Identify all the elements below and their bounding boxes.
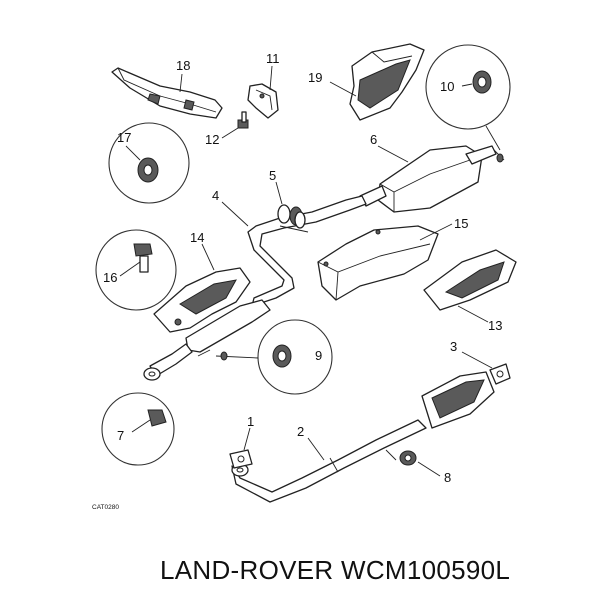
leader-15 bbox=[419, 223, 453, 241]
part-4-intermediate-pipe bbox=[247, 195, 367, 307]
callout-15: 15 bbox=[454, 216, 468, 231]
leader-19 bbox=[329, 81, 357, 97]
catalog-code: CAT0280 bbox=[92, 504, 119, 511]
part-1-gasket bbox=[229, 449, 253, 469]
callout-12: 12 bbox=[205, 132, 219, 147]
callout-3: 3 bbox=[450, 339, 457, 354]
detail-circle-16 bbox=[95, 229, 177, 311]
callout-7: 7 bbox=[117, 428, 124, 443]
leader-12 bbox=[221, 127, 239, 139]
part-2-catalytic-converter-pipe bbox=[231, 371, 495, 503]
part-front-pipe-resonator bbox=[143, 299, 271, 381]
leader-3 bbox=[461, 351, 493, 369]
callout-16: 16 bbox=[103, 270, 117, 285]
leader-1 bbox=[243, 427, 251, 451]
leader-11 bbox=[269, 65, 273, 91]
part-13-heat-shield bbox=[423, 249, 517, 311]
callout-17: 17 bbox=[117, 130, 131, 145]
callout-8: 8 bbox=[444, 470, 451, 485]
part-15-heat-shield bbox=[317, 225, 439, 301]
part-12-bolt bbox=[237, 111, 249, 129]
callout-18: 18 bbox=[176, 58, 190, 73]
callout-19: 19 bbox=[308, 70, 322, 85]
callout-2: 2 bbox=[297, 424, 304, 439]
part-14-heat-shield bbox=[153, 267, 251, 333]
leader-8 bbox=[417, 461, 441, 477]
detail-circle-9 bbox=[215, 319, 333, 395]
leader-5 bbox=[275, 181, 283, 205]
part-6-rear-silencer bbox=[359, 145, 505, 213]
leader-4 bbox=[221, 201, 249, 227]
callout-10: 10 bbox=[440, 79, 454, 94]
part-18-bracket bbox=[111, 67, 223, 119]
leader-6 bbox=[377, 145, 409, 163]
callout-6: 6 bbox=[370, 132, 377, 147]
leader-18 bbox=[179, 73, 183, 93]
callout-9: 9 bbox=[315, 348, 322, 363]
part-11-bracket bbox=[247, 83, 279, 119]
part-8-rubber-mount bbox=[385, 449, 417, 466]
leader-2 bbox=[307, 437, 325, 461]
part-19-heat-shield bbox=[349, 43, 425, 121]
detail-circle-7 bbox=[101, 392, 175, 466]
leader-14 bbox=[201, 243, 215, 271]
callout-14: 14 bbox=[190, 230, 204, 245]
detail-circle-17 bbox=[108, 122, 190, 204]
callout-4: 4 bbox=[212, 188, 219, 203]
part-number-caption: LAND-ROVER WCM100590L bbox=[160, 555, 511, 585]
callout-13: 13 bbox=[488, 318, 502, 333]
callout-11: 11 bbox=[266, 51, 280, 66]
part-5-gasket bbox=[277, 204, 309, 233]
callout-5: 5 bbox=[269, 168, 276, 183]
leader-13 bbox=[457, 305, 489, 323]
part-3-gasket bbox=[489, 363, 511, 385]
callout-1: 1 bbox=[247, 414, 254, 429]
detail-circle-10 bbox=[425, 44, 511, 151]
